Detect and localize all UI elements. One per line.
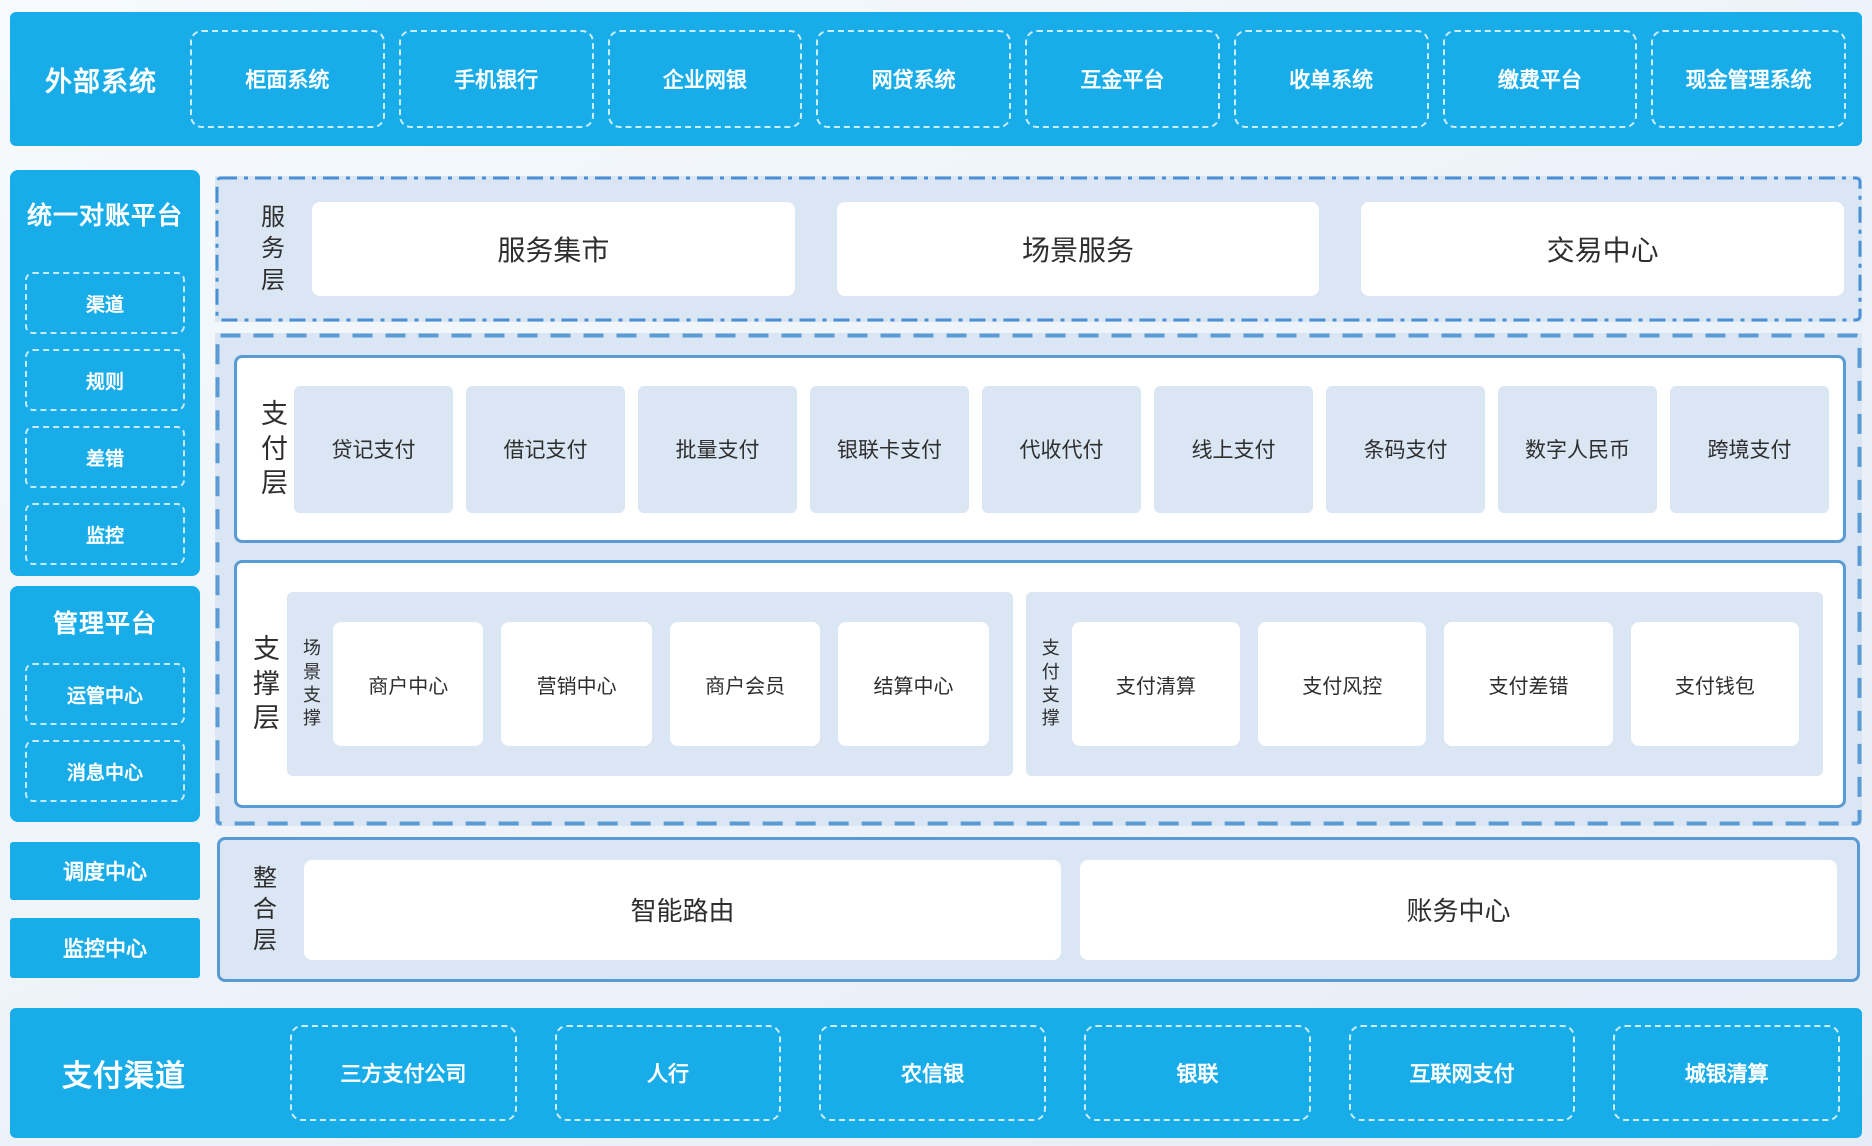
reconciliation-item: 监控 <box>25 503 185 565</box>
monitor-center-box: 监控中心 <box>10 918 200 978</box>
dispatch-center-box: 调度中心 <box>10 842 200 900</box>
payment-layer: 支付层 贷记支付 借记支付 批量支付 银联卡支付 代收代付 线上支付 条码支付 … <box>234 355 1846 543</box>
integration-layer-label: 整合层 <box>253 863 277 957</box>
reconciliation-platform-title: 统一对账平台 <box>10 170 200 232</box>
external-system-item: 网贷系统 <box>816 30 1011 128</box>
reconciliation-platform-block: 统一对账平台 渠道 规则 差错 监控 <box>10 170 200 576</box>
payment-channel-item: 银联 <box>1084 1025 1311 1121</box>
service-layer-label: 服务层 <box>261 202 285 296</box>
core-layers-group: 支付层 贷记支付 借记支付 批量支付 银联卡支付 代收代付 线上支付 条码支付 … <box>215 333 1862 826</box>
external-system-item: 柜面系统 <box>190 30 385 128</box>
payment-support-items: 支付清算 支付风控 支付差错 支付钱包 <box>1072 622 1799 746</box>
external-system-item: 企业网银 <box>608 30 803 128</box>
payment-channels-label: 支付渠道 <box>46 1051 202 1095</box>
support-item: 营销中心 <box>501 622 651 746</box>
service-layer-items: 服务集市 场景服务 交易中心 <box>312 202 1844 296</box>
external-system-item: 缴费平台 <box>1443 30 1638 128</box>
payment-item: 批量支付 <box>638 386 797 513</box>
support-item: 商户中心 <box>333 622 483 746</box>
payment-support-group: 支付支撑 支付清算 支付风控 支付差错 支付钱包 <box>1026 592 1823 776</box>
management-platform-block: 管理平台 运管中心 消息中心 <box>10 586 200 822</box>
payment-channel-item: 三方支付公司 <box>290 1025 517 1121</box>
payment-channels-band: 支付渠道 三方支付公司 人行 农信银 银联 互联网支付 城银清算 <box>10 1008 1862 1138</box>
external-systems-items: 柜面系统 手机银行 企业网银 网贷系统 互金平台 收单系统 缴费平台 现金管理系… <box>190 30 1846 128</box>
scene-support-group: 场景支撑 商户中心 营销中心 商户会员 结算中心 <box>287 592 1013 776</box>
support-item: 支付清算 <box>1072 622 1240 746</box>
payment-item: 跨境支付 <box>1670 386 1829 513</box>
payment-item: 代收代付 <box>982 386 1141 513</box>
payment-support-label: 支付支撑 <box>1042 637 1060 731</box>
payment-item: 线上支付 <box>1154 386 1313 513</box>
service-layer: 服务层 服务集市 场景服务 交易中心 <box>215 176 1862 322</box>
payment-layer-items: 贷记支付 借记支付 批量支付 银联卡支付 代收代付 线上支付 条码支付 数字人民… <box>294 386 1829 513</box>
support-item: 支付钱包 <box>1631 622 1799 746</box>
reconciliation-item: 规则 <box>25 349 185 411</box>
payment-layer-label: 支付层 <box>261 397 288 501</box>
external-systems-label: 外部系统 <box>38 60 164 99</box>
management-platform-title: 管理平台 <box>10 586 200 640</box>
reconciliation-item: 渠道 <box>25 272 185 334</box>
support-layer: 支撑层 场景支撑 商户中心 营销中心 商户会员 结算中心 支付支撑 支付清算 支… <box>234 560 1846 808</box>
payment-channel-item: 人行 <box>555 1025 782 1121</box>
external-system-item: 互金平台 <box>1025 30 1220 128</box>
payment-item: 银联卡支付 <box>810 386 969 513</box>
management-item: 消息中心 <box>25 740 185 802</box>
payment-channels-items: 三方支付公司 人行 农信银 银联 互联网支付 城银清算 <box>290 1025 1840 1121</box>
integration-layer: 整合层 智能路由 账务中心 <box>217 837 1860 982</box>
support-layer-label: 支撑层 <box>253 632 280 736</box>
payment-channel-item: 互联网支付 <box>1349 1025 1576 1121</box>
payment-item: 条码支付 <box>1326 386 1485 513</box>
support-item: 结算中心 <box>838 622 988 746</box>
support-item: 商户会员 <box>670 622 820 746</box>
service-item: 交易中心 <box>1361 202 1844 296</box>
integration-item: 账务中心 <box>1080 860 1837 960</box>
payment-item: 贷记支付 <box>294 386 453 513</box>
external-system-item: 手机银行 <box>399 30 594 128</box>
service-item: 服务集市 <box>312 202 795 296</box>
external-systems-band: 外部系统 柜面系统 手机银行 企业网银 网贷系统 互金平台 收单系统 缴费平台 … <box>10 12 1862 146</box>
support-layer-groups: 场景支撑 商户中心 营销中心 商户会员 结算中心 支付支撑 支付清算 支付风控 … <box>287 592 1823 776</box>
payment-channel-item: 农信银 <box>819 1025 1046 1121</box>
management-item: 运管中心 <box>25 663 185 725</box>
scene-support-items: 商户中心 营销中心 商户会员 结算中心 <box>333 622 989 746</box>
payment-channel-item: 城银清算 <box>1613 1025 1840 1121</box>
external-system-item: 收单系统 <box>1234 30 1429 128</box>
scene-support-label: 场景支撑 <box>303 637 321 731</box>
service-item: 场景服务 <box>837 202 1320 296</box>
integration-layer-items: 智能路由 账务中心 <box>304 860 1837 960</box>
integration-item: 智能路由 <box>304 860 1061 960</box>
external-system-item: 现金管理系统 <box>1651 30 1846 128</box>
payment-item: 借记支付 <box>466 386 625 513</box>
reconciliation-item: 差错 <box>25 426 185 488</box>
support-item: 支付差错 <box>1444 622 1612 746</box>
payment-item: 数字人民币 <box>1498 386 1657 513</box>
support-item: 支付风控 <box>1258 622 1426 746</box>
